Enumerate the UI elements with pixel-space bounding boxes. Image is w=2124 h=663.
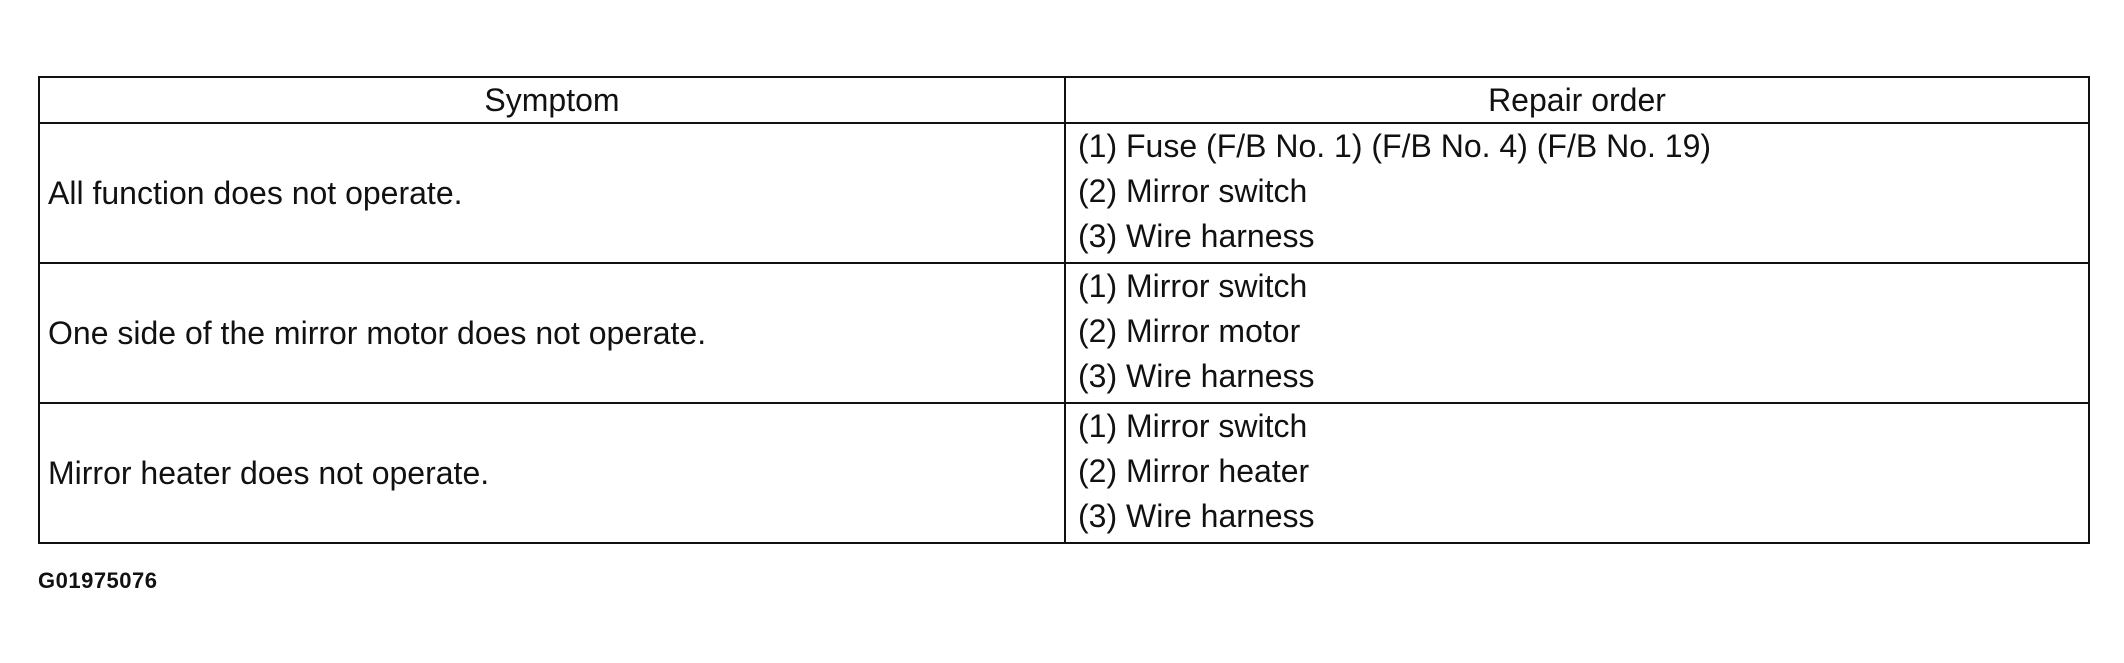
table-row: Mirror heater does not operate. (1) Mirr… bbox=[38, 402, 2090, 544]
repair-step: (3) Wire harness bbox=[1078, 358, 1315, 394]
symptom-cell: One side of the mirror motor does not op… bbox=[38, 262, 1066, 404]
repair-order-column-header: Repair order bbox=[1064, 76, 2090, 124]
repair-step: (2) Mirror heater bbox=[1078, 453, 1310, 489]
repair-step: (1) Fuse (F/B No. 1) (F/B No. 4) (F/B No… bbox=[1078, 128, 1712, 164]
repair-step: (1) Mirror switch bbox=[1078, 408, 1308, 444]
table-row: One side of the mirror motor does not op… bbox=[38, 262, 2090, 404]
table-row: All function does not operate. (1) Fuse … bbox=[38, 122, 2090, 264]
repair-order-cell: (1) Fuse (F/B No. 1) (F/B No. 4) (F/B No… bbox=[1064, 122, 2090, 264]
figure-id: G01975076 bbox=[38, 568, 158, 593]
symptom-column-header: Symptom bbox=[38, 76, 1066, 124]
repair-order-cell: (1) Mirror switch (2) Mirror heater (3) … bbox=[1064, 402, 2090, 544]
repair-order-cell: (1) Mirror switch (2) Mirror motor (3) W… bbox=[1064, 262, 2090, 404]
diagnosis-table: Symptom Repair order All function does n… bbox=[38, 76, 2090, 544]
repair-step: (1) Mirror switch bbox=[1078, 268, 1308, 304]
symptom-cell: All function does not operate. bbox=[38, 122, 1066, 264]
repair-step: (2) Mirror switch bbox=[1078, 173, 1308, 209]
repair-step: (3) Wire harness bbox=[1078, 498, 1315, 534]
table-header-row: Symptom Repair order bbox=[38, 76, 2090, 124]
symptom-cell: Mirror heater does not operate. bbox=[38, 402, 1066, 544]
repair-step: (3) Wire harness bbox=[1078, 218, 1315, 254]
repair-step: (2) Mirror motor bbox=[1078, 313, 1301, 349]
